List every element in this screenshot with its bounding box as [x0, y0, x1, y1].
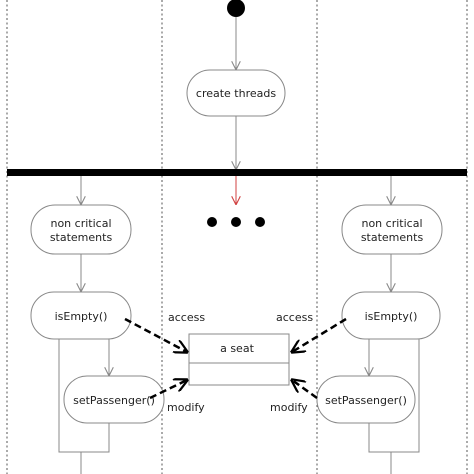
left-set-passenger-label: setPassenger() — [73, 394, 155, 407]
fork-bar — [7, 169, 467, 176]
right-modify-label: modify — [270, 401, 308, 414]
right-set-passenger-node: setPassenger() — [316, 375, 416, 424]
seat-object: a seat — [188, 333, 290, 386]
left-non-critical-node: non critical statements — [30, 204, 132, 255]
left-is-empty-node: isEmpty() — [30, 291, 132, 340]
right-non-critical-label-line-1: non critical — [361, 217, 422, 230]
create-threads-node: create threads — [186, 69, 286, 117]
right-modify-arrow — [292, 380, 318, 400]
initial-node — [227, 0, 245, 17]
left-access-arrow — [124, 317, 187, 352]
right-non-critical-label-line-2: statements — [361, 231, 424, 244]
left-non-critical-label-line-2: statements — [50, 231, 113, 244]
seat-object-label: a seat — [220, 342, 254, 355]
left-is-empty-label: isEmpty() — [55, 310, 108, 323]
flow-left-loop-back — [58, 339, 110, 453]
right-is-empty-label: isEmpty() — [365, 310, 418, 323]
create-threads-label: create threads — [196, 87, 276, 100]
left-set-passenger-node: setPassenger() — [63, 375, 165, 424]
right-non-critical-node: non critical statements — [341, 204, 443, 255]
more-threads-ellipsis — [207, 217, 265, 227]
left-modify-label: modify — [167, 401, 205, 414]
right-access-label: access — [276, 311, 313, 324]
left-access-label: access — [168, 311, 205, 324]
right-is-empty-node: isEmpty() — [341, 291, 441, 340]
left-non-critical-label-line-1: non critical — [50, 217, 111, 230]
right-set-passenger-label: setPassenger() — [325, 394, 407, 407]
left-modify-arrow — [149, 380, 187, 400]
flow-right-loop-back — [368, 339, 420, 453]
